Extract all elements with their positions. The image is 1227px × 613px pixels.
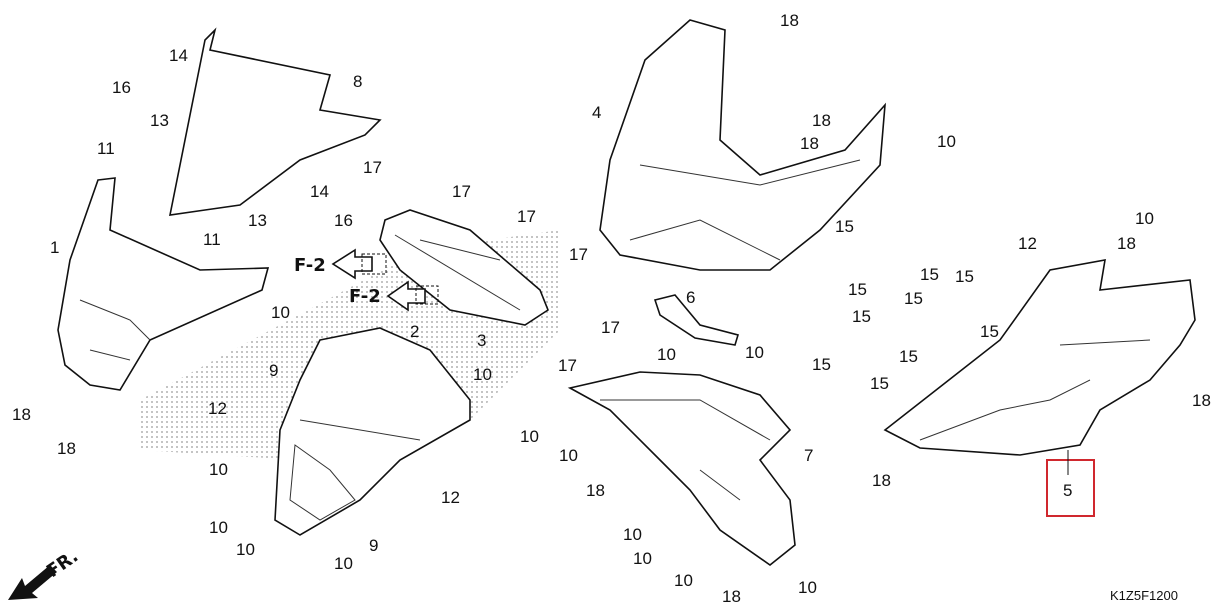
callout-10: 10 bbox=[633, 549, 652, 568]
callout-18: 18 bbox=[812, 111, 831, 130]
callout-4: 4 bbox=[592, 103, 601, 122]
part-7-detail bbox=[600, 399, 771, 501]
callout-7: 7 bbox=[804, 446, 813, 465]
callout-12: 12 bbox=[441, 488, 460, 507]
callout-13: 13 bbox=[248, 211, 267, 230]
callout-10: 10 bbox=[236, 540, 255, 559]
callout-18: 18 bbox=[1192, 391, 1211, 410]
callout-15: 15 bbox=[904, 289, 923, 308]
section-ref-label: F-2 bbox=[294, 255, 326, 276]
callout-11: 11 bbox=[97, 139, 115, 158]
callout-14: 14 bbox=[310, 182, 329, 201]
callout-10: 10 bbox=[271, 303, 290, 322]
callout-10: 10 bbox=[473, 365, 492, 384]
callout-16: 16 bbox=[112, 78, 131, 97]
front-direction-arrow: FR. bbox=[8, 546, 82, 600]
section-ref-f2-lower: F-2 bbox=[349, 280, 439, 312]
callout-18: 18 bbox=[1117, 234, 1136, 253]
callout-12: 12 bbox=[208, 399, 227, 418]
callout-9: 9 bbox=[269, 361, 278, 380]
callout-10: 10 bbox=[623, 525, 642, 544]
callout-18: 18 bbox=[780, 11, 799, 30]
highlight-box-part-5[interactable] bbox=[1046, 459, 1095, 517]
part-7-lower-panel bbox=[567, 371, 796, 566]
callout-15: 15 bbox=[848, 280, 867, 299]
part-1-detail bbox=[79, 299, 151, 361]
callout-15: 15 bbox=[835, 217, 854, 236]
part-3-bracket bbox=[379, 209, 549, 326]
callout-9: 9 bbox=[369, 536, 378, 555]
part-5-side-cover bbox=[883, 259, 1196, 456]
callout-13: 13 bbox=[150, 111, 169, 130]
part-3-detail bbox=[394, 234, 521, 311]
callout-17: 17 bbox=[569, 245, 588, 264]
part-2-detail bbox=[289, 419, 421, 521]
section-ref-f2-upper: F-2 bbox=[294, 248, 387, 280]
callout-15: 15 bbox=[980, 322, 999, 341]
callout-10: 10 bbox=[209, 518, 228, 537]
callout-10: 10 bbox=[209, 460, 228, 479]
callout-5: 5 bbox=[1063, 481, 1072, 500]
callout-6: 6 bbox=[686, 288, 695, 307]
callout-18: 18 bbox=[800, 134, 819, 153]
callout-17: 17 bbox=[452, 182, 471, 201]
part-5-detail bbox=[919, 339, 1151, 441]
callout-18: 18 bbox=[722, 587, 741, 606]
callout-15: 15 bbox=[812, 355, 831, 374]
callout-15: 15 bbox=[955, 267, 974, 286]
part-2-inner-panel bbox=[274, 327, 471, 536]
callout-17: 17 bbox=[363, 158, 382, 177]
callout-18: 18 bbox=[12, 405, 31, 424]
callout-10: 10 bbox=[657, 345, 676, 364]
callout-17: 17 bbox=[601, 318, 620, 337]
callout-18: 18 bbox=[57, 439, 76, 458]
callout-10: 10 bbox=[674, 571, 693, 590]
callout-10: 10 bbox=[334, 554, 353, 573]
callout-10: 10 bbox=[520, 427, 539, 446]
callout-18: 18 bbox=[872, 471, 891, 490]
callout-1: 1 bbox=[50, 238, 59, 257]
section-ref-label: F-2 bbox=[349, 286, 381, 307]
diagram-code: K1Z5F1200 bbox=[1110, 588, 1178, 603]
callout-3: 3 bbox=[477, 331, 486, 350]
callout-15: 15 bbox=[852, 307, 871, 326]
callout-15: 15 bbox=[870, 374, 889, 393]
part-8-windscreen bbox=[168, 27, 382, 216]
callout-14: 14 bbox=[169, 46, 188, 65]
part-4-upper-cowl bbox=[599, 19, 886, 271]
callout-18: 18 bbox=[586, 481, 605, 500]
callout-11: 11 bbox=[203, 230, 221, 249]
callout-8: 8 bbox=[353, 72, 362, 91]
part-6-stay bbox=[653, 294, 740, 346]
callout-12: 12 bbox=[1018, 234, 1037, 253]
callout-10: 10 bbox=[798, 578, 817, 597]
callout-17: 17 bbox=[558, 356, 577, 375]
callout-10: 10 bbox=[559, 446, 578, 465]
part-4-detail bbox=[629, 159, 861, 261]
callout-10: 10 bbox=[745, 343, 764, 362]
callout-16: 16 bbox=[334, 211, 353, 230]
callout-2: 2 bbox=[410, 322, 419, 341]
callout-17: 17 bbox=[517, 207, 536, 226]
callout-10: 10 bbox=[937, 132, 956, 151]
callout-10: 10 bbox=[1135, 209, 1154, 228]
callout-15: 15 bbox=[899, 347, 918, 366]
callout-15: 15 bbox=[920, 265, 939, 284]
